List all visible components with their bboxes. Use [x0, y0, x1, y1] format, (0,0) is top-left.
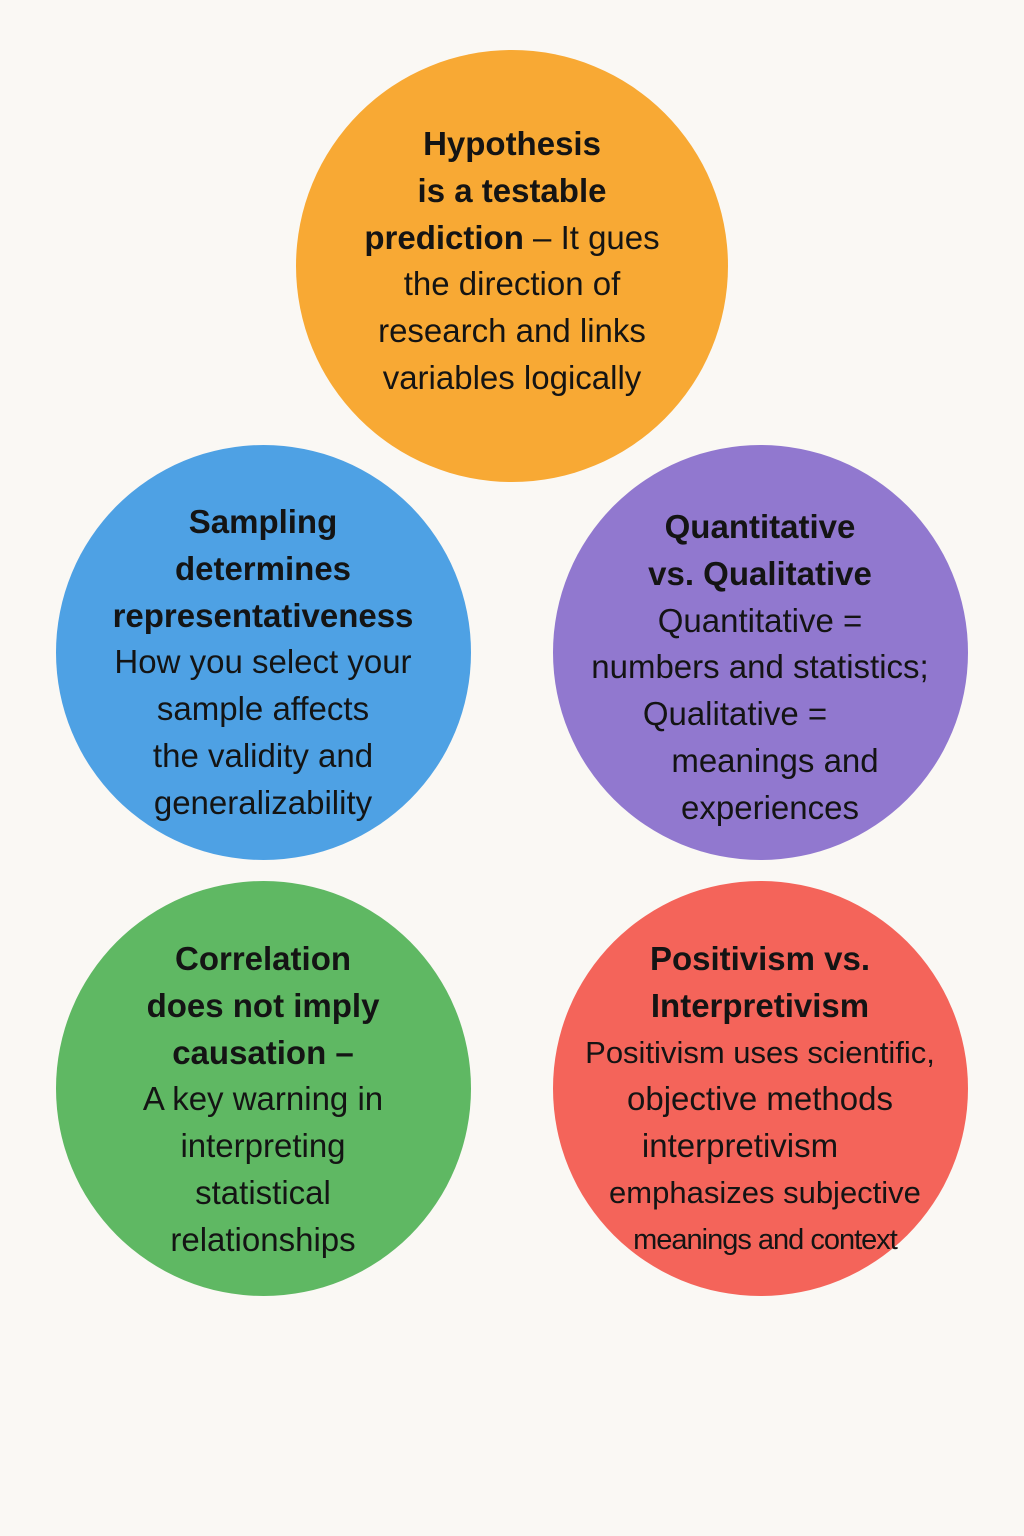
- correlation-title: does not imply: [146, 986, 380, 1024]
- sampling-body: sample affects: [156, 690, 370, 728]
- quant-body: meanings and: [671, 741, 879, 779]
- positivism-body: meanings and context: [633, 1223, 898, 1256]
- quant-body: Quantitative =: [657, 601, 863, 639]
- sampling-text: Sampling determines representativeness H…: [63, 499, 463, 827]
- quant-body: experiences: [681, 788, 859, 826]
- correlation-body: A key warning in: [142, 1080, 384, 1118]
- hypothesis-title: Hypothesis: [423, 125, 601, 162]
- hypothesis-body: variables logically: [382, 358, 642, 396]
- positivism-body: emphasizes subjective: [609, 1174, 921, 1210]
- sampling-body: How you select your: [114, 643, 412, 681]
- positivism-circle: [553, 881, 968, 1296]
- hypothesis-title: prediction: [364, 218, 524, 256]
- positivism-body: objective methods: [627, 1080, 893, 1118]
- positivism-title: Interpretivism: [650, 986, 870, 1024]
- sampling-circle: [56, 445, 471, 860]
- hypothesis-circle: [296, 50, 728, 482]
- sampling-body: generalizability: [153, 783, 373, 821]
- quant-body: Qualitative =: [642, 695, 828, 733]
- quant-text: Quantitative vs. Qualitative Quantitativ…: [560, 504, 960, 832]
- quant-title: vs. Qualitative: [648, 554, 872, 592]
- correlation-body: statistical: [195, 1173, 331, 1211]
- positivism-text: Positivism vs. Interpretivism Positivism…: [560, 936, 960, 1264]
- correlation-circle: [56, 881, 471, 1296]
- correlation-title: causation –: [172, 1033, 354, 1071]
- hypothesis-body: – It gues: [523, 218, 660, 256]
- hypothesis-text: Hypothesis is a testable prediction – It…: [312, 121, 712, 402]
- hypothesis-body: research and links: [378, 312, 646, 350]
- sampling-body: the validity and: [152, 736, 374, 774]
- positivism-body: Positivism uses scientific,: [585, 1034, 935, 1070]
- quantitative-qualitative-circle: [553, 445, 968, 860]
- correlation-title: Correlation: [174, 940, 352, 977]
- sampling-title: Sampling: [188, 503, 338, 540]
- hypothesis-body: the direction of: [403, 265, 621, 303]
- correlation-body: relationships: [170, 1220, 356, 1258]
- hypothesis-title: is a testable: [417, 171, 607, 209]
- quant-body: numbers and statistics;: [591, 648, 929, 686]
- sampling-title: representativeness: [112, 596, 414, 634]
- quant-title: Quantitative: [664, 508, 856, 545]
- sampling-title: determines: [174, 549, 352, 587]
- positivism-body: interpretivism: [641, 1127, 839, 1165]
- positivism-title: Positivism vs.: [649, 940, 871, 977]
- correlation-body: interpreting: [180, 1127, 346, 1165]
- correlation-text: Correlation does not imply causation – A…: [63, 936, 463, 1264]
